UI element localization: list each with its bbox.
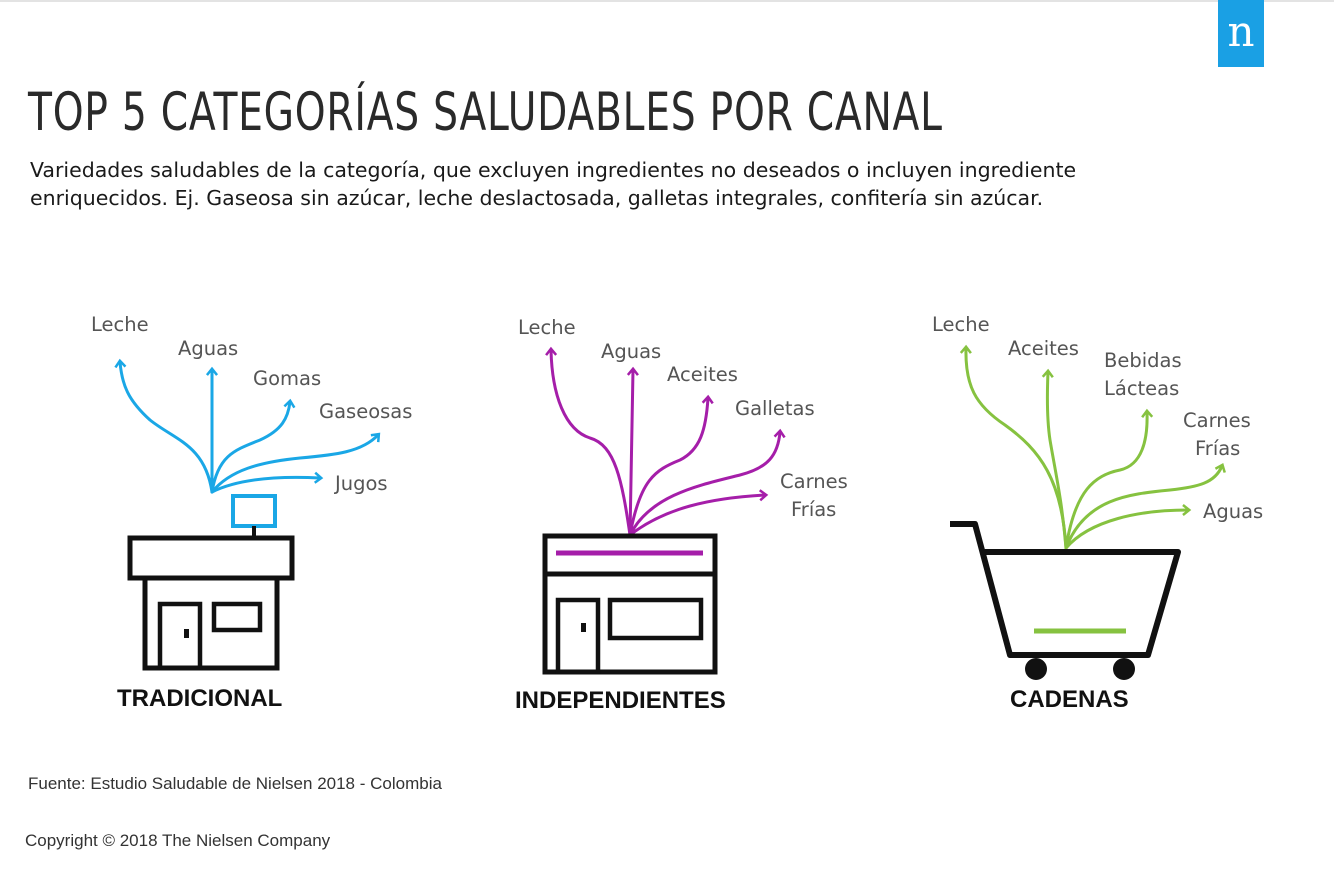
arrow-independientes-2 (626, 366, 639, 537)
nielsen-logo: n (1218, 0, 1264, 67)
arrow-cadenas-5 (1064, 503, 1192, 550)
channel-tradicional: Leche Aguas Gomas Gaseosas Jugos TRADICI… (91, 313, 412, 712)
arrow-independientes-4 (628, 428, 786, 537)
label-independientes-4: Galletas (735, 397, 815, 420)
arrow-tradicional-1 (114, 358, 214, 494)
arrow-independientes-5 (628, 489, 769, 537)
label-independientes-3: Aceites (667, 363, 738, 386)
label-cadenas-3a: Bebidas (1104, 349, 1182, 372)
icon-shopping-cart (950, 521, 1181, 680)
arrow-independientes-1 (545, 346, 632, 537)
icon-store-kiosk (127, 494, 295, 671)
label-independientes-2: Aguas (601, 340, 661, 363)
subtitle-line-2: enriquecidos. Ej. Gaseosa sin azúcar, le… (30, 186, 1044, 210)
arrow-tradicional-5 (210, 471, 324, 494)
label-independientes-5b: Frías (791, 498, 836, 521)
label-cadenas-2: Aceites (1008, 337, 1079, 360)
arrow-tradicional-4 (210, 432, 381, 494)
copyright-note: Copyright © 2018 The Nielsen Company (25, 831, 331, 850)
label-cadenas-3b: Lácteas (1104, 377, 1179, 400)
label-cadenas-1: Leche (932, 313, 990, 336)
arrow-independientes-3 (628, 394, 714, 537)
logo-letter: n (1227, 6, 1255, 56)
label-tradicional-4: Gaseosas (319, 400, 412, 423)
label-tradicional-1: Leche (91, 313, 149, 336)
arrow-cadenas-2 (1041, 368, 1068, 550)
label-tradicional-2: Aguas (178, 337, 238, 360)
channel-label-independientes: INDEPENDIENTES (515, 687, 726, 714)
subtitle-line-1: Variedades saludables de la categoría, q… (30, 158, 1077, 182)
channel-cadenas: Leche Aceites Bebidas Lácteas Carnes Frí… (932, 313, 1263, 713)
page-title: TOP 5 CATEGORÍAS SALUDABLES POR CANAL (28, 82, 943, 143)
label-cadenas-5: Aguas (1203, 500, 1263, 523)
arrow-tradicional-3 (210, 398, 296, 494)
top-divider (0, 0, 1334, 2)
page-subtitle: Variedades saludables de la categoría, q… (30, 156, 1230, 212)
channel-independientes: Leche Aguas Aceites Galletas Carnes Fría… (515, 316, 848, 714)
label-cadenas-4a: Carnes (1183, 409, 1251, 432)
label-independientes-1: Leche (518, 316, 576, 339)
arrow-cadenas-3 (1064, 408, 1154, 550)
icon-storefront (542, 533, 718, 675)
label-tradicional-3: Gomas (253, 367, 321, 390)
arrow-cadenas-4 (1064, 462, 1226, 550)
channel-label-tradicional: TRADICIONAL (117, 685, 282, 712)
source-note: Fuente: Estudio Saludable de Nielsen 201… (28, 774, 442, 793)
label-cadenas-4b: Frías (1195, 437, 1240, 460)
label-tradicional-5: Jugos (333, 472, 388, 495)
channel-label-cadenas: CADENAS (1010, 686, 1129, 713)
label-independientes-5a: Carnes (780, 470, 848, 493)
